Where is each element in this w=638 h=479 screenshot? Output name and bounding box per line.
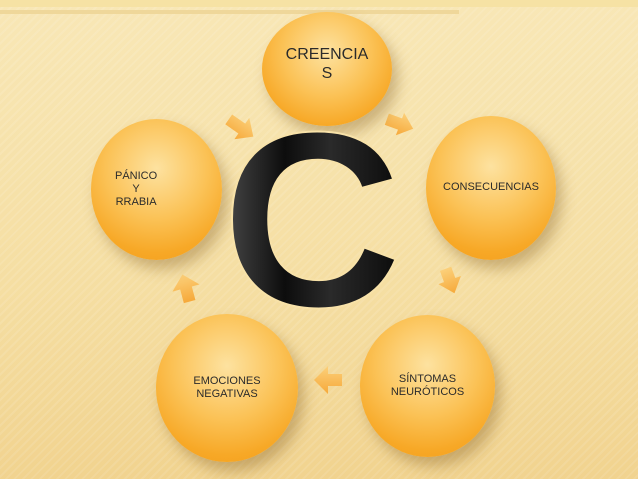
node-label: SÍNTOMAS NEURÓTICOS (390, 372, 465, 398)
node-label: PÁNICO Y RRABIA (115, 169, 158, 209)
decorative-stripe (0, 0, 638, 7)
node-label: CONSECUENCIAS (443, 181, 539, 194)
chevron-arrow-icon (314, 366, 342, 394)
center-letter-text: C (228, 118, 398, 328)
center-letter-c: C (228, 118, 398, 328)
node-label: CREENCIA S (285, 46, 369, 83)
chevron-arrow-icon (438, 266, 461, 294)
node-emociones-negativas: EMOCIONES NEGATIVAS (156, 314, 298, 462)
chevron-arrow-icon (384, 112, 414, 136)
node-sintomas-neuroticos: SÍNTOMAS NEURÓTICOS (360, 315, 495, 457)
node-consecuencias: CONSECUENCIAS (426, 116, 556, 260)
decorative-stripe (0, 10, 460, 14)
node-panico-y-rrabia: PÁNICO Y RRABIA (91, 119, 222, 260)
node-creencias: CREENCIA S (262, 12, 392, 126)
chevron-arrow-icon (225, 114, 254, 140)
chevron-arrow-icon (172, 274, 200, 304)
node-label: EMOCIONES NEGATIVAS (193, 374, 261, 400)
